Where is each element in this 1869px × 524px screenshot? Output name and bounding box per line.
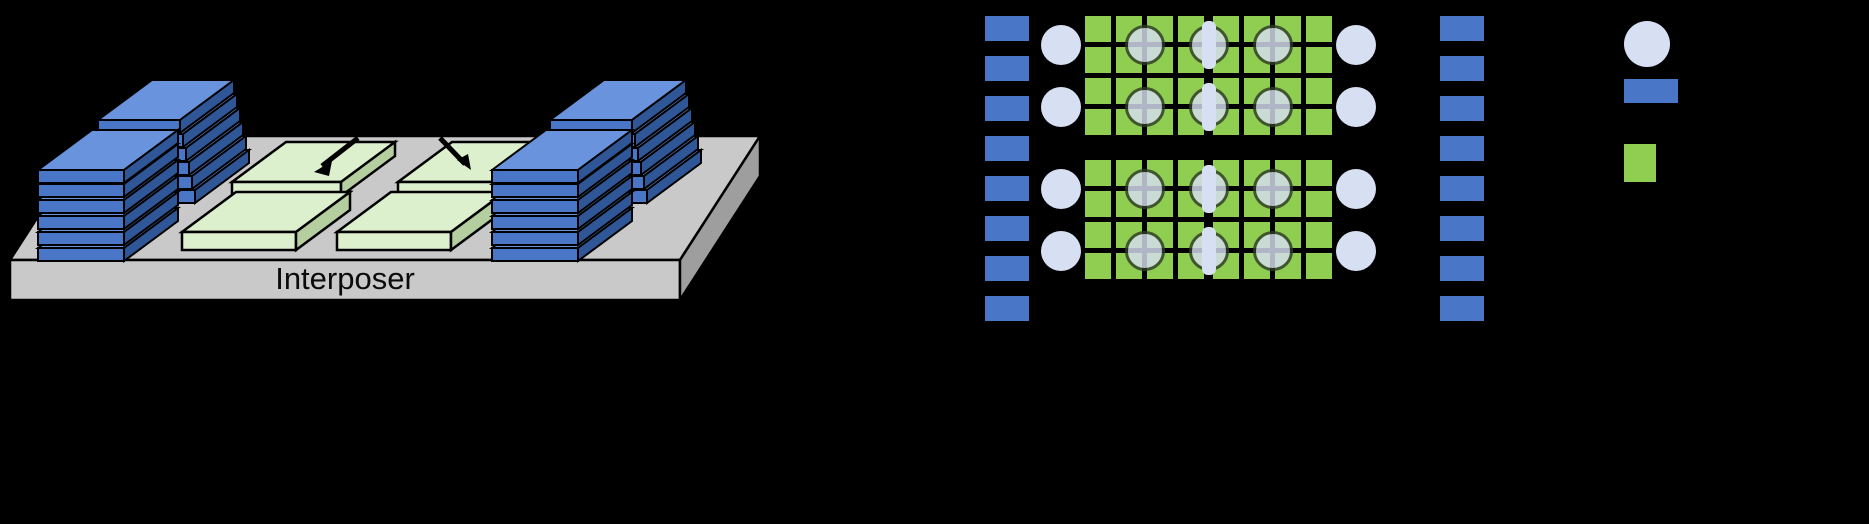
mesh-edge-terminal-left [1041,24,1081,65]
mesh-edge-terminal-left [1041,230,1081,271]
mesh-node [1124,168,1165,209]
mesh-link-pad [1201,226,1216,275]
mesh-node [1124,230,1165,271]
mesh-edge-terminal-left [1041,168,1081,209]
mesh-cell [1306,160,1332,186]
io-pad-column-left [985,0,1029,330]
callout-arrow-left [314,136,360,176]
mesh-cell [1306,191,1332,217]
io-pad [1440,96,1484,121]
io-pad [1440,56,1484,81]
mesh-cell [1085,222,1111,248]
interposer-label: Interposer [275,261,415,296]
chiplet-front-left [178,189,354,253]
legend-item-mesh [1624,144,1656,182]
mesh-grid [1041,16,1376,279]
mesh-cell [1085,160,1111,186]
io-pad [985,96,1029,121]
io-pad [1440,16,1484,41]
io-pad [1440,176,1484,201]
mesh-node [1252,230,1293,271]
io-pad [985,296,1029,321]
io-pad [985,176,1029,201]
mesh-link-pad [1201,20,1216,69]
mesh-cell [1306,47,1332,73]
mesh-schematic-view [900,0,1600,330]
mesh-node [1252,24,1293,65]
mesh-node [1252,168,1293,209]
mesh-link-pad [1201,82,1216,131]
mesh-cell [1306,109,1332,135]
mesh-node [1124,24,1165,65]
io-pad [985,16,1029,41]
io-pad [985,216,1029,241]
mesh-cell [1085,78,1111,104]
legend [1600,0,1869,220]
mesh-cell [1306,222,1332,248]
io-pad [1440,216,1484,241]
mesh-cell [1085,253,1111,279]
chiplet-front-right [333,189,509,253]
mesh-edge-terminal-right [1336,86,1376,127]
mesh-cell [1085,47,1111,73]
mesh-edge-terminal-right [1336,230,1376,271]
mesh-cell [1306,78,1332,104]
mesh-edge-terminal-left [1041,86,1081,127]
io-pad [985,256,1029,281]
interposer-illustration: Interposer [7,78,763,305]
legend-item-pad [1624,79,1678,103]
hbm-stack-right-front [488,128,636,263]
io-pad [1440,136,1484,161]
legend-pad-marker-icon [1624,79,1678,103]
hbm-stack-left-front [34,128,182,263]
legend-node-marker-icon [1624,21,1670,67]
io-pad [1440,296,1484,321]
mesh-edge-terminal-right [1336,168,1376,209]
callout-arrow-right [438,136,471,170]
io-pad [985,136,1029,161]
io-pad [985,56,1029,81]
mesh-node [1124,86,1165,127]
mesh-cell [1085,16,1111,42]
mesh-edge-terminal-right [1336,24,1376,65]
mesh-cell [1306,253,1332,279]
mesh-cell [1085,109,1111,135]
mesh-node [1252,86,1293,127]
legend-mesh-marker-icon [1624,144,1656,182]
legend-item-node [1624,21,1670,67]
io-pad-column-right [1440,0,1484,330]
mesh-cell [1085,191,1111,217]
interposer-3d-view: Interposer [0,0,900,330]
mesh-link-pad [1201,164,1216,213]
io-pad [1440,256,1484,281]
mesh-cell [1306,16,1332,42]
